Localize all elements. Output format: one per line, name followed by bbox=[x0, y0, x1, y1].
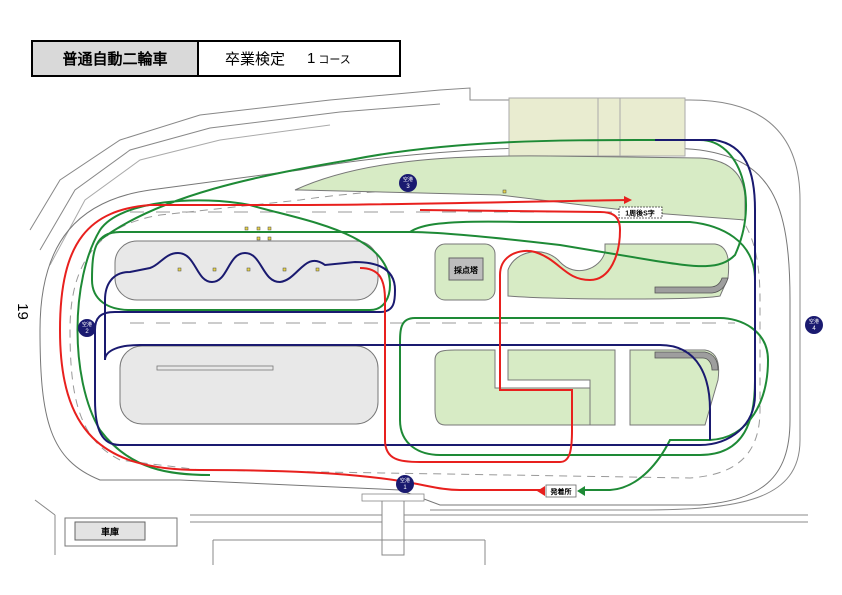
route-red bbox=[58, 199, 631, 491]
outer-boundary bbox=[29, 87, 801, 511]
marker-3: 空港 3 bbox=[399, 174, 417, 192]
exam-title: 卒業検定 bbox=[225, 51, 286, 68]
curb-upper bbox=[654, 277, 729, 294]
terrain-line bbox=[39, 103, 441, 251]
svg-text:空港: 空港 bbox=[403, 176, 413, 183]
grass-bottom-mid bbox=[507, 349, 616, 426]
lap-note-label: 1周後S字 bbox=[625, 209, 655, 218]
page-number: 19 bbox=[13, 303, 31, 320]
cones bbox=[177, 189, 507, 272]
marker-1: 空港 1 bbox=[396, 475, 414, 493]
course-unit: コース bbox=[318, 53, 351, 66]
garage-label: 車庫 bbox=[101, 526, 119, 537]
svg-text:4: 4 bbox=[812, 326, 816, 332]
course-title: 卒業検定 1 コース bbox=[199, 42, 399, 75]
island-bottom bbox=[119, 345, 379, 425]
course-header: 普通自動二輪車 卒業検定 1 コース bbox=[31, 40, 401, 77]
scoring-tower-box bbox=[448, 257, 484, 281]
lap-note-box bbox=[618, 206, 663, 219]
grass-middle bbox=[507, 243, 730, 300]
grass-bottom-right bbox=[629, 349, 720, 426]
building bbox=[508, 97, 686, 157]
red-start-arrow bbox=[537, 486, 545, 496]
start-point-label: 発着所 bbox=[550, 487, 572, 496]
gate-bar bbox=[361, 493, 425, 502]
course-number: 1 bbox=[307, 50, 316, 67]
island-top bbox=[114, 240, 379, 301]
terrain-line-2 bbox=[49, 124, 331, 266]
svg-text:空港: 空港 bbox=[400, 477, 410, 484]
svg-text:空港: 空港 bbox=[82, 321, 92, 328]
scoring-tower-label: 採点塔 bbox=[454, 265, 479, 275]
green-start-arrow bbox=[577, 486, 585, 496]
red-arrow-top bbox=[624, 196, 632, 204]
route-blue bbox=[94, 139, 756, 446]
slalom-bar bbox=[156, 365, 274, 371]
svg-text:3: 3 bbox=[406, 184, 410, 190]
vehicle-category: 普通自動二輪車 bbox=[33, 42, 199, 75]
gate-post bbox=[381, 499, 405, 556]
svg-text:2: 2 bbox=[85, 329, 89, 335]
svg-text:1: 1 bbox=[403, 485, 407, 491]
start-point-box bbox=[545, 484, 577, 498]
marker-4: 空港 4 bbox=[805, 316, 823, 334]
garage-box bbox=[74, 521, 146, 541]
curb-lower bbox=[654, 351, 719, 371]
marker-2: 空港 2 bbox=[78, 319, 96, 337]
svg-text:空港: 空港 bbox=[809, 318, 819, 325]
